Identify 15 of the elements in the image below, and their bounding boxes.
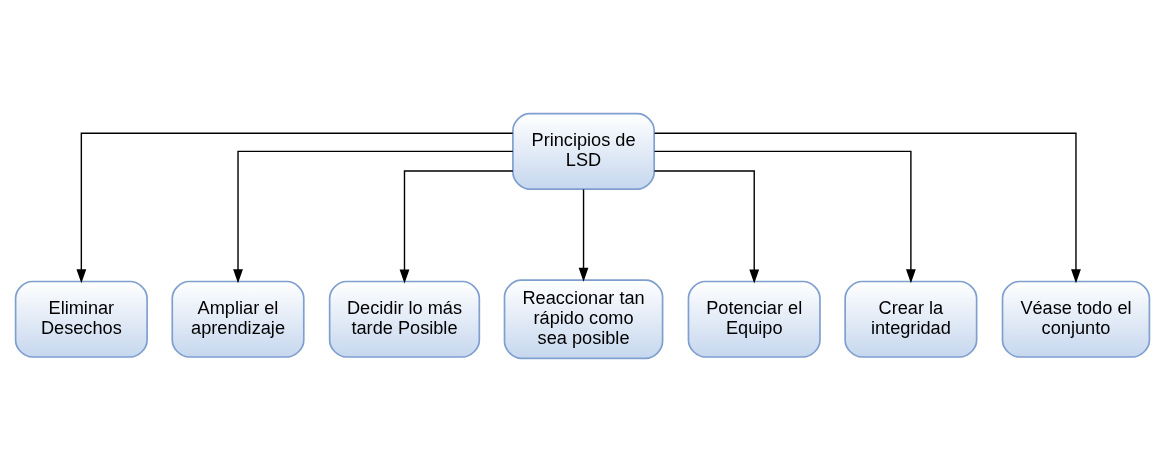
arrow xyxy=(76,132,514,283)
node-box: Potenciar el Equipo xyxy=(687,280,821,358)
arrow xyxy=(578,188,589,282)
node-box: Decidir lo más tarde Posible xyxy=(328,280,481,358)
node-box: Reaccionar tan rápido como sea posible xyxy=(503,278,664,359)
node-box: Véase todo el conjunto xyxy=(1001,280,1151,358)
arrow xyxy=(399,169,514,284)
arrow xyxy=(653,169,760,284)
node-box: Eliminar Desechos xyxy=(14,280,148,358)
node-box: Principios de LSD xyxy=(512,112,656,190)
arrow xyxy=(233,150,514,283)
node-box: Ampliar el aprendizaje xyxy=(171,280,305,358)
node-box: Crear la integridad xyxy=(844,280,978,358)
arrow xyxy=(653,150,916,283)
arrow xyxy=(653,132,1081,283)
